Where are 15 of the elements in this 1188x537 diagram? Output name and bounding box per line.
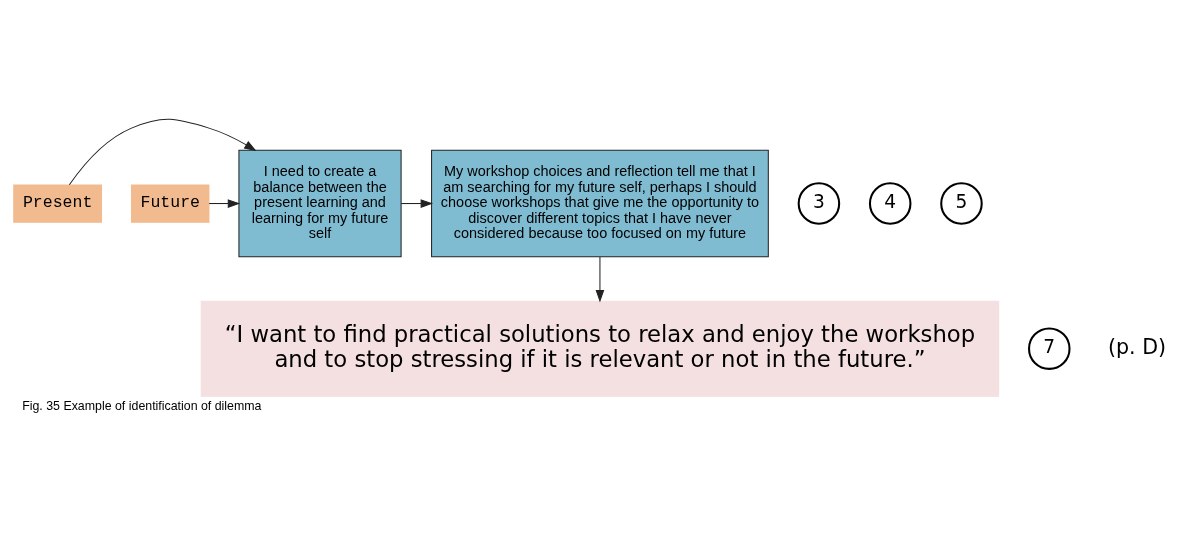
node-box: I need to create a balance between the present learning and learning for my future self [238,149,402,258]
node-circle: 4 [868,182,912,225]
caption: Fig. 35 Example of identification of dilemma [22,399,262,414]
arrow [208,199,241,208]
label: (p. D) [1107,334,1167,359]
node-circle: 5 [940,182,983,225]
arrow [68,118,257,186]
arrow [595,256,605,303]
node-box: Present [13,184,103,223]
node-box: My workshop choices and reflection tell me that I am searching for my future self, perhaps I should choose workshops that give me the opportunity to discover different topics that I have never considered because too focused on my future [431,149,769,258]
node-box: “I want to find practical solutions to relax and enjoy the workshop and to stop stressing if it is relevant or not in the future.” [200,300,1000,397]
node-circle: 3 [797,182,841,225]
arrow [400,199,434,208]
node-circle: 7 [1028,327,1071,370]
node-box: Future [131,184,210,223]
